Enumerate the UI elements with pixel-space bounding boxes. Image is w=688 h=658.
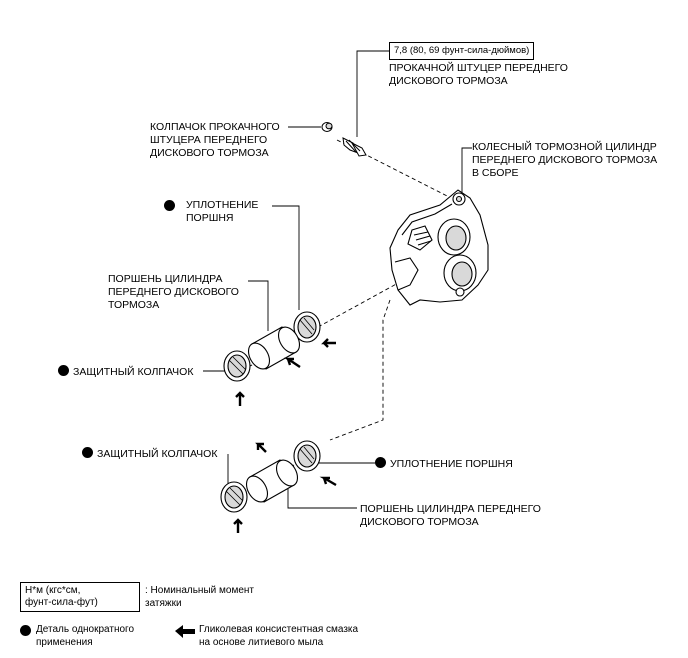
boot-upper-part (223, 350, 251, 382)
non-reusable-icon (82, 447, 93, 458)
boot-lower-part (220, 481, 248, 513)
caliper-body-part (389, 189, 489, 306)
label-boot-lower: ЗАЩИТНЫЙ КОЛПАЧОК (82, 447, 217, 461)
left-arrow-icon (175, 625, 195, 638)
label-piston-upper: ПОРШЕНЬ ЦИЛИНДРА ПЕРЕДНЕГО ДИСКОВОГО ТОР… (108, 273, 239, 311)
piston-seal-lower-part (293, 440, 321, 472)
label-piston-seal-upper: УПЛОТНЕНИЕ ПОРШНЯ (186, 199, 259, 224)
legend-grease: Гликолевая консистентная смазка на основ… (199, 624, 359, 648)
legend-torque-desc: : Номинальный момент затяжки (145, 585, 254, 609)
legend-torque-box: Н*м (кгс*см, фунт-сила-фут) (20, 582, 140, 612)
bleeder-cap-part (321, 122, 333, 132)
grease-arrow (321, 338, 336, 348)
piston-lower-part (245, 459, 299, 503)
grease-arrow (284, 357, 301, 368)
label-cylinder-assy: КОЛЕСНЫЙ ТОРМОЗНОЙ ЦИЛИНДР ПЕРЕДНЕГО ДИС… (472, 141, 658, 179)
label-bleeder-plug: ПРОКАЧНОЙ ШТУЦЕР ПЕРЕДНЕГО ДИСКОВОГО ТОР… (389, 62, 568, 87)
piston-seal-upper-part (293, 311, 321, 343)
label-piston-lower: ПОРШЕНЬ ЦИЛИНДРА ПЕРЕДНЕГО ДИСКОВОГО ТОР… (360, 503, 541, 528)
label-boot-upper: ЗАЩИТНЫЙ КОЛПАЧОК (58, 365, 193, 379)
bleeder-plug-part (342, 137, 367, 157)
legend-non-reusable: Деталь однократного применения (36, 624, 135, 648)
torque-spec-box: 7,8 (80, 69 фунт-сила-дюймов) (389, 42, 535, 60)
non-reusable-icon (164, 200, 175, 211)
piston-upper-part (247, 326, 301, 370)
dashed-alignment-lines (235, 139, 456, 498)
grease-arrow (255, 442, 267, 453)
label-bleeder-cap: КОЛПАЧОК ПРОКАЧНОГО ШТУЦЕРА ПЕРЕДНЕГО ДИ… (150, 121, 280, 159)
non-reusable-icon (58, 365, 69, 376)
torque-spec-value: 7,8 (80, 69 фунт-сила-дюймов) (394, 45, 530, 56)
non-reusable-icon (20, 625, 31, 636)
non-reusable-icon (375, 457, 386, 468)
leader-lines (203, 50, 472, 509)
grease-arrow (233, 518, 243, 533)
grease-arrow (319, 476, 337, 487)
label-piston-seal-lower: УПЛОТНЕНИЕ ПОРШНЯ (375, 457, 513, 471)
grease-arrow (235, 391, 245, 406)
